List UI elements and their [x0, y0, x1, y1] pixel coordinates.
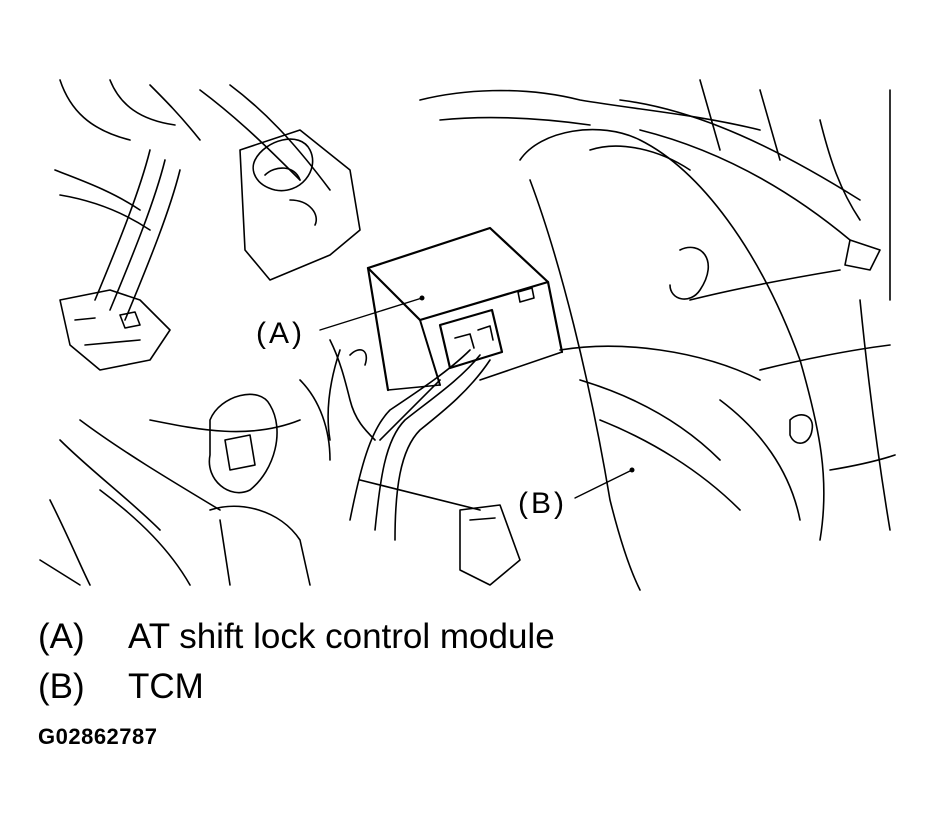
callout-b-label: (B): [518, 487, 567, 520]
shift-lock-control-module: [366, 226, 564, 392]
legend-key-b: (B): [38, 667, 85, 706]
callout-a-leader: [319, 297, 423, 331]
callout-a-dot: [419, 295, 425, 301]
legend-text-a: AT shift lock control module: [128, 617, 555, 656]
tcm-housing: [519, 128, 825, 591]
legend-key-a: (A): [38, 617, 85, 656]
callout-a-label: (A): [256, 317, 305, 350]
lower-left-components: [39, 379, 331, 586]
callout-b-dot: [629, 467, 635, 473]
module-connector-wires: [327, 339, 521, 586]
legend-item-b: (B) TCM: [38, 662, 555, 712]
figure-id: G02862787: [38, 724, 158, 749]
right-wire-harness: [419, 79, 896, 531]
callout-b-leader: [574, 469, 633, 499]
legend-text-b: TCM: [128, 667, 204, 706]
legend-item-a: (A) AT shift lock control module: [38, 612, 555, 662]
mounting-bracket: [239, 129, 361, 281]
callout-leaders: [319, 297, 633, 499]
component-location-illustration: (A) (B): [39, 79, 896, 591]
legend: (A) AT shift lock control module (B) TCM: [38, 612, 555, 712]
